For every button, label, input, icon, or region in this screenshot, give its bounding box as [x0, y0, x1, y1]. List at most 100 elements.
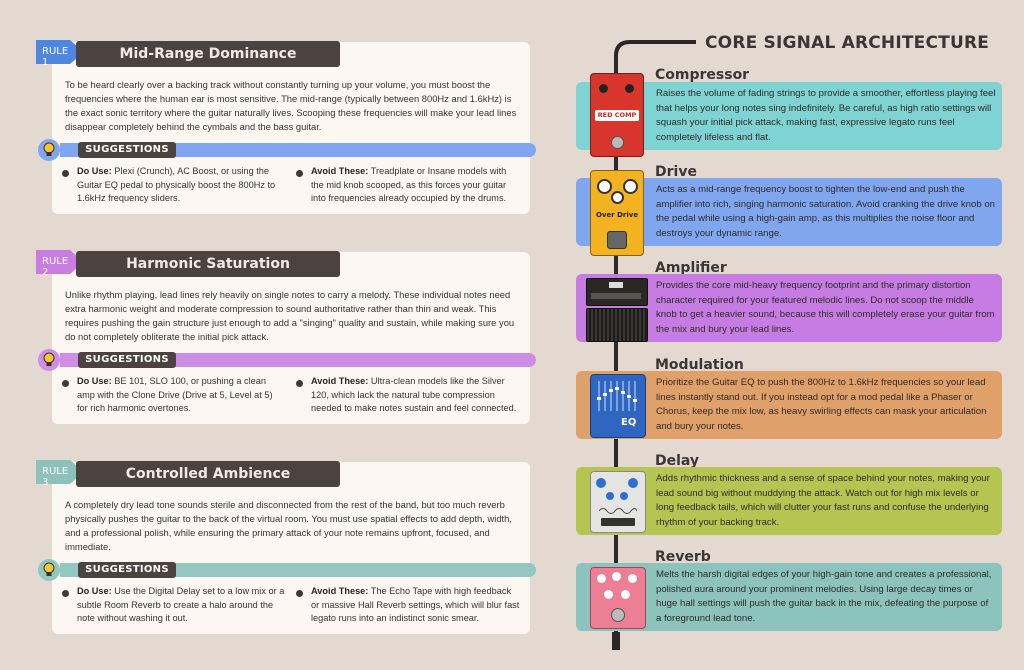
rule-1-title: Mid-Range Dominance: [119, 46, 297, 62]
rule-1-do-bullet: [62, 170, 69, 177]
compressor-knob-right-icon: [625, 84, 634, 93]
stage-delay-text: Adds rhythmic thickness and a sense of s…: [656, 473, 990, 528]
rule-2-card: [52, 252, 530, 424]
rule-3-avoid: Avoid These: The Echo Tape with high fee…: [311, 585, 521, 626]
rule-2-do-text: BE 101, SLO 100, or pushing a clean amp …: [77, 376, 273, 413]
rule-1-avoid: Avoid These: Treadplate or Insane models…: [311, 165, 521, 206]
stage-amplifier-text: Provides the core mid-heavy frequency fo…: [656, 280, 995, 335]
rule-2-tag-arrow: [36, 250, 84, 274]
rule-3-avoid-label: Avoid These:: [311, 586, 369, 596]
stage-modulation-text: Prioritize the Guitar EQ to push the 800…: [656, 377, 987, 432]
drive-knob-center-icon: [611, 191, 624, 204]
amplifier-head-icon: [586, 278, 648, 306]
rule-3-avoid-bullet: [296, 590, 303, 597]
eq-sliders-icon: [597, 381, 637, 411]
delay-knob-2-icon: [628, 478, 638, 488]
eq-pedal: EQ: [590, 374, 646, 438]
rule-1-do-label: Do Use:: [77, 166, 112, 176]
reverb-knob-2-icon: [612, 572, 621, 581]
architecture-title: CORE SIGNAL ARCHITECTURE: [705, 33, 990, 53]
rule-1-suggestions-bar: [60, 143, 536, 157]
rule-1-bulb-icon: [38, 139, 60, 161]
reverb-knob-4-icon: [604, 590, 613, 599]
reverb-knob-5-icon: [621, 590, 630, 599]
rule-2-do-use: Do Use: BE 101, SLO 100, or pushing a cl…: [77, 375, 285, 416]
delay-knob-1-icon: [596, 478, 606, 488]
stage-compressor-card: Raises the volume of fading strings to p…: [576, 82, 1002, 150]
rule-2-avoid-bullet: [296, 380, 303, 387]
rule-3-do-bullet: [62, 590, 69, 597]
signal-cable: [612, 40, 696, 650]
rule-3-tag: RULE 3: [42, 466, 69, 488]
delay-pedal: [590, 471, 646, 533]
delay-wave-icon: [599, 508, 637, 514]
rule-2-suggestions-bar: [60, 353, 536, 367]
drive-pedal: Over Drive: [590, 170, 644, 256]
rule-3-bulb-icon: [38, 559, 60, 581]
rule-1-avoid-bullet: [296, 170, 303, 177]
rule-3-suggestions-bar: [60, 563, 536, 577]
rule-2-do-label: Do Use:: [77, 376, 112, 386]
compressor-pedal-label: RED COMP: [595, 110, 639, 121]
rule-2-body: Unlike rhythm playing, lead lines rely h…: [65, 289, 515, 342]
stage-reverb-card: Melts the harsh digital edges of your hi…: [576, 563, 1002, 631]
delay-plate: [601, 518, 635, 526]
rule-2-avoid: Avoid These: Ultra-clean models like the…: [311, 375, 521, 416]
drive-knob-right-icon: [623, 179, 638, 194]
rule-3-do-label: Do Use:: [77, 586, 112, 596]
drive-pedal-label: Over Drive: [595, 211, 639, 219]
rule-2-avoid-label: Avoid These:: [311, 376, 369, 386]
drive-knob-left-icon: [597, 179, 612, 194]
rule-2-avoid-text: Ultra-clean models like the Silver 120, …: [311, 376, 517, 413]
amplifier-panel: [591, 293, 641, 299]
stage-compressor-text: Raises the volume of fading strings to p…: [656, 88, 996, 143]
rule-3-title: Controlled Ambience: [125, 466, 291, 482]
rule-1-do-text: Plexi (Crunch), AC Boost, or using the G…: [77, 166, 276, 203]
stage-drive-card: Acts as a mid-range frequency boost to t…: [576, 178, 1002, 246]
rule-1-tag: RULE 1: [42, 46, 69, 68]
rule-2-bulb-icon: [38, 349, 60, 371]
rule-2-title-bar: Harmonic Saturation: [76, 251, 340, 277]
stage-modulation-card: Prioritize the Guitar EQ to push the 800…: [576, 371, 1002, 439]
delay-knob-3-icon: [606, 492, 614, 500]
rule-1-body: To be heard clearly over a backing track…: [65, 79, 517, 132]
rule-3-body: A completely dry lead tone sounds steril…: [65, 499, 512, 552]
reverb-pedal: [590, 567, 646, 629]
rule-3-do-use: Do Use: Use the Digital Delay set to a l…: [77, 585, 289, 626]
rule-1-tag-arrow: [36, 40, 84, 64]
rule-2-tag: RULE 2: [42, 256, 69, 278]
rule-3-title-bar: Controlled Ambience: [76, 461, 340, 487]
rule-1-title-bar: Mid-Range Dominance: [76, 41, 340, 67]
stage-modulation-title: Modulation: [655, 357, 744, 373]
stage-drive-title: Drive: [655, 164, 697, 180]
rule-3-avoid-text: The Echo Tape with high feedback or mass…: [311, 586, 520, 623]
rule-1-do-use: Do Use: Plexi (Crunch), AC Boost, or usi…: [77, 165, 285, 206]
stage-compressor-title: Compressor: [655, 67, 750, 83]
compressor-pedal: RED COMP: [590, 73, 644, 157]
delay-knob-4-icon: [620, 492, 628, 500]
compressor-footswitch-icon: [611, 136, 624, 149]
drive-footswitch-icon: [607, 231, 627, 249]
rule-2-suggestions-label: SUGGESTIONS: [78, 352, 176, 368]
stage-reverb-text: Melts the harsh digital edges of your hi…: [656, 569, 992, 624]
rule-3-suggestions-label: SUGGESTIONS: [78, 562, 176, 578]
rule-3-do-text: Use the Digital Delay set to a low mix o…: [77, 586, 285, 623]
reverb-knob-3-icon: [628, 574, 637, 583]
reverb-footswitch-icon: [611, 608, 625, 622]
rule-2-title: Harmonic Saturation: [126, 256, 290, 272]
compressor-knob-left-icon: [599, 84, 608, 93]
rule-3-card: [52, 462, 530, 634]
reverb-knob-1-icon: [597, 574, 606, 583]
amplifier-logo: [609, 282, 623, 288]
stage-reverb-title: Reverb: [655, 549, 711, 565]
rule-1-card: [52, 42, 530, 214]
eq-pedal-label: EQ: [621, 417, 637, 428]
stage-drive-text: Acts as a mid-range frequency boost to t…: [656, 184, 995, 239]
rule-1-avoid-label: Avoid These:: [311, 166, 369, 176]
rule-3-tag-arrow: [36, 460, 84, 484]
rule-1-suggestions-label: SUGGESTIONS: [78, 142, 176, 158]
rule-1-avoid-text: Treadplate or Insane models with the mid…: [311, 166, 507, 203]
amplifier-cabinet-icon: [586, 308, 648, 342]
rule-2-do-bullet: [62, 380, 69, 387]
stage-amplifier-title: Amplifier: [655, 260, 727, 276]
